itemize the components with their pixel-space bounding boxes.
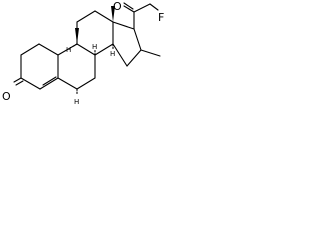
bond-b4 — [76, 77, 96, 90]
bond-d3 — [126, 49, 142, 67]
angular-methyls — [75, 6, 115, 44]
bond-c3 — [94, 10, 114, 23]
bond-a5 — [39, 77, 59, 90]
ring-d — [112, 21, 142, 67]
bond-c20-o — [123, 5, 135, 13]
h-label-4: H — [66, 46, 71, 54]
ketone-ring: O — [2, 77, 24, 103]
h-label-3: H — [110, 50, 115, 58]
ring-a — [20, 43, 59, 90]
bond-d4 — [112, 43, 128, 67]
bond-d1 — [112, 21, 135, 30]
bond-c20-c21 — [133, 3, 151, 13]
hash-c10-h — [71, 43, 78, 48]
bond-b2 — [76, 43, 96, 56]
bond-b5 — [57, 77, 78, 90]
bond-c2 — [76, 10, 96, 23]
bond-c21-f — [149, 3, 159, 11]
methyl-c13-wedge — [111, 6, 115, 22]
bond-c5 — [94, 43, 114, 56]
stereo-hydrogens: H H H H — [66, 43, 115, 106]
side-chain: O F — [113, 0, 164, 30]
h-label-2: H — [92, 43, 97, 51]
bond-a3 — [38, 43, 59, 56]
bond-d2 — [133, 28, 142, 51]
bond-c3-o-double — [15, 80, 24, 86]
methyl-c10-wedge — [75, 28, 79, 44]
atom-fluorine: F — [158, 11, 164, 24]
bond-a2 — [20, 43, 40, 56]
ring-b — [57, 43, 96, 90]
atom-oxygen-side: O — [113, 0, 122, 13]
h-label-1: H — [74, 98, 79, 106]
double-bond-c4-c5 — [42, 76, 57, 86]
bond-a6 — [20, 77, 41, 90]
atom-oxygen-ring: O — [2, 90, 11, 103]
methyl-c16 — [140, 49, 161, 57]
bond-c3-o — [13, 77, 22, 83]
molecule-svg: O O F H — [2, 0, 164, 106]
bond-c20-o-double — [123, 2, 134, 10]
structure-diagram: O O F H — [0, 0, 170, 111]
